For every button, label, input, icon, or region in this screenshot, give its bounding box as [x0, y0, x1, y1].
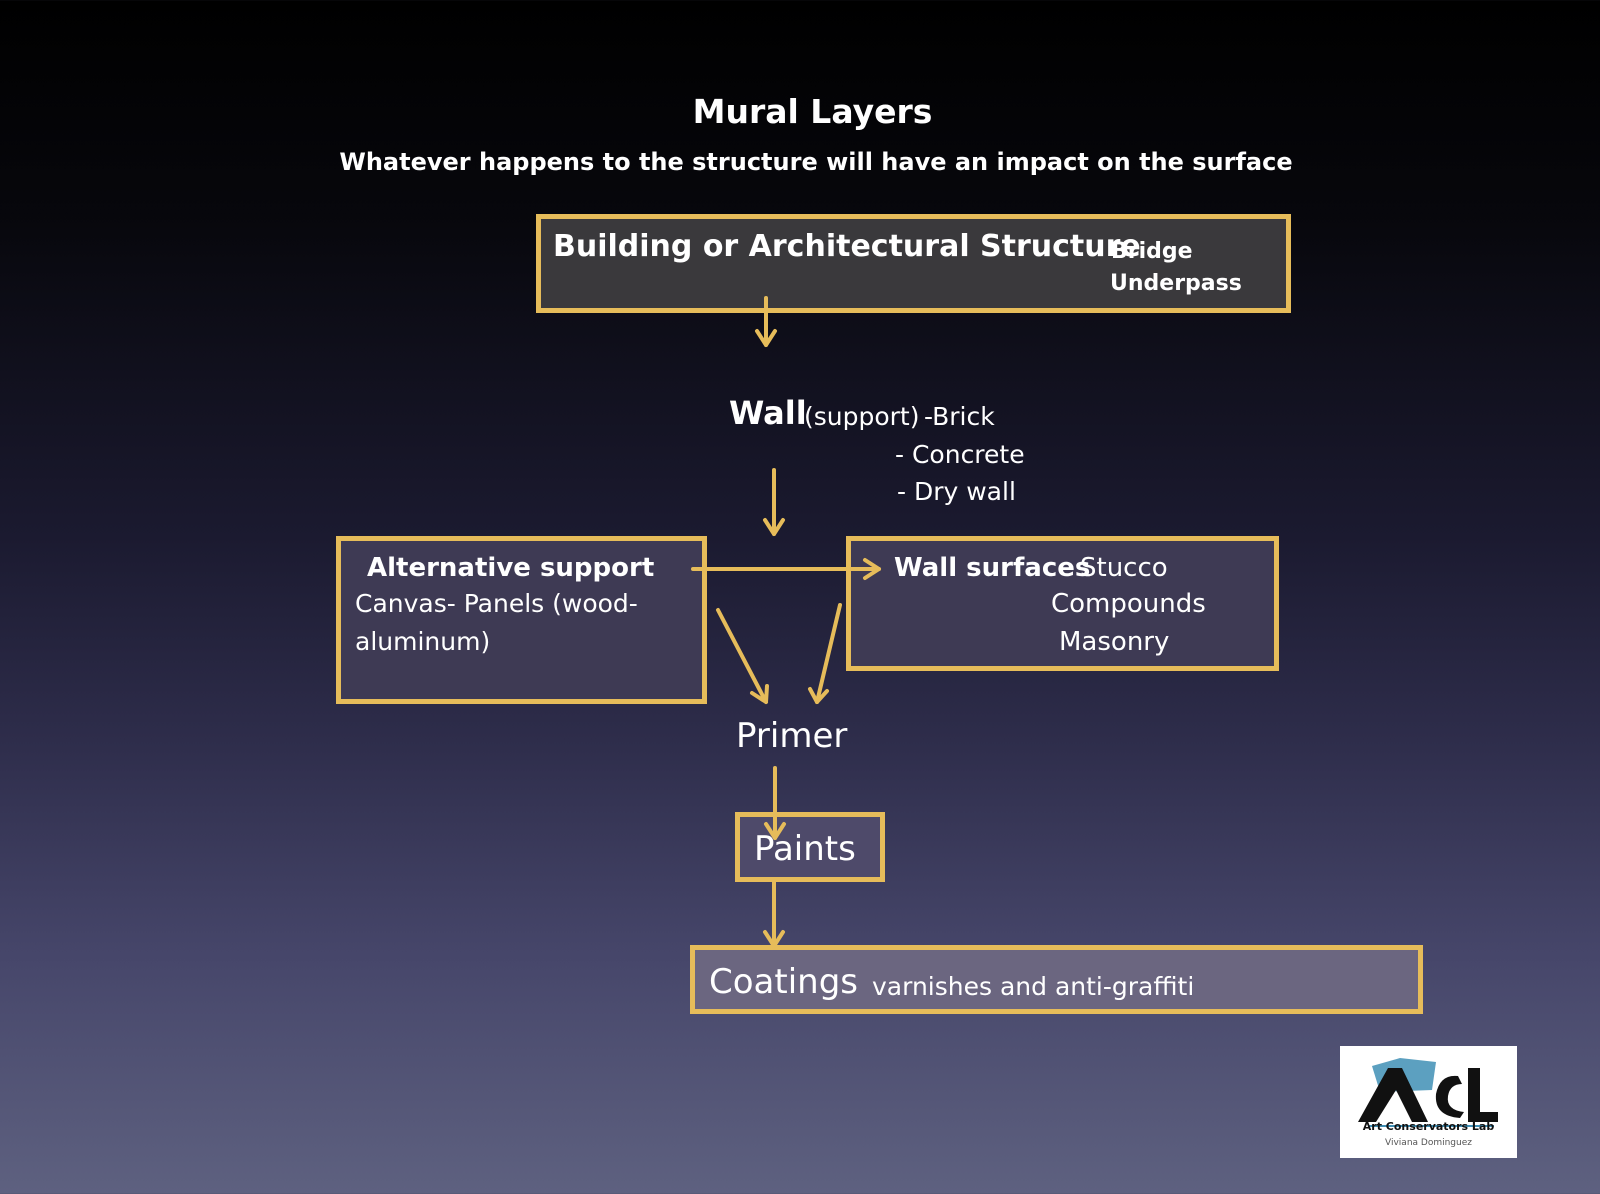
- arrow-structure-to-wall: [755, 296, 777, 347]
- structure-box: Building or Architectural Structure Brid…: [536, 214, 1291, 313]
- acl-logo-name: Art Conservators Lab: [1362, 1120, 1495, 1133]
- arrow-alt-to-wall-surfaces: [691, 558, 881, 580]
- arrow-primer-to-paints: [764, 766, 786, 840]
- structure-label: Building or Architectural Structure: [553, 229, 1141, 264]
- paints-label: Paints: [754, 829, 856, 869]
- coatings-note: varnishes and anti-graffiti: [872, 972, 1195, 1001]
- wall-note: (support): [804, 402, 920, 431]
- wall-surfaces-compounds: Compounds: [1051, 589, 1206, 619]
- paints-box: Paints: [735, 812, 885, 882]
- arrow-alt-to-primer: [716, 608, 769, 704]
- alternative-support-box: Alternative support Canvas- Panels (wood…: [336, 536, 707, 704]
- diagram-subtitle: Whatever happens to the structure will h…: [339, 148, 1293, 176]
- acl-logo-mark: [1358, 1058, 1498, 1127]
- wall-label: Wall: [729, 394, 807, 432]
- structure-example-bridge: Bridge: [1111, 239, 1193, 264]
- arrow-wall-to-surfaces: [763, 468, 785, 536]
- alternative-support-label: Alternative support: [367, 553, 655, 583]
- alternative-support-line1: Canvas- Panels (wood-: [355, 589, 638, 618]
- arrow-surfaces-to-primer: [808, 603, 842, 704]
- coatings-label: Coatings: [709, 962, 858, 1002]
- acl-logo-author: Viviana Dominguez: [1385, 1138, 1472, 1148]
- coatings-box: Coatings varnishes and anti-graffiti: [690, 945, 1423, 1014]
- wall-surfaces-box: Wall surfaces Stucco Compounds Masonry: [846, 536, 1279, 671]
- diagram-title: Mural Layers: [692, 92, 933, 131]
- wall-material-concrete: - Concrete: [895, 440, 1025, 469]
- wall-surfaces-stucco: Stucco: [1080, 553, 1168, 583]
- arrow-paints-to-coatings: [763, 880, 785, 948]
- wall-material-brick: -Brick: [924, 402, 995, 431]
- wall-surfaces-masonry: Masonry: [1059, 627, 1170, 657]
- alternative-support-line2: aluminum): [355, 627, 491, 656]
- wall-material-drywall: - Dry wall: [897, 477, 1016, 506]
- acl-logo: Art Conservators Lab Viviana Dominguez: [1340, 1046, 1517, 1158]
- wall-surfaces-label: Wall surfaces: [894, 553, 1091, 583]
- primer-label: Primer: [736, 716, 848, 756]
- structure-example-underpass: Underpass: [1110, 271, 1242, 296]
